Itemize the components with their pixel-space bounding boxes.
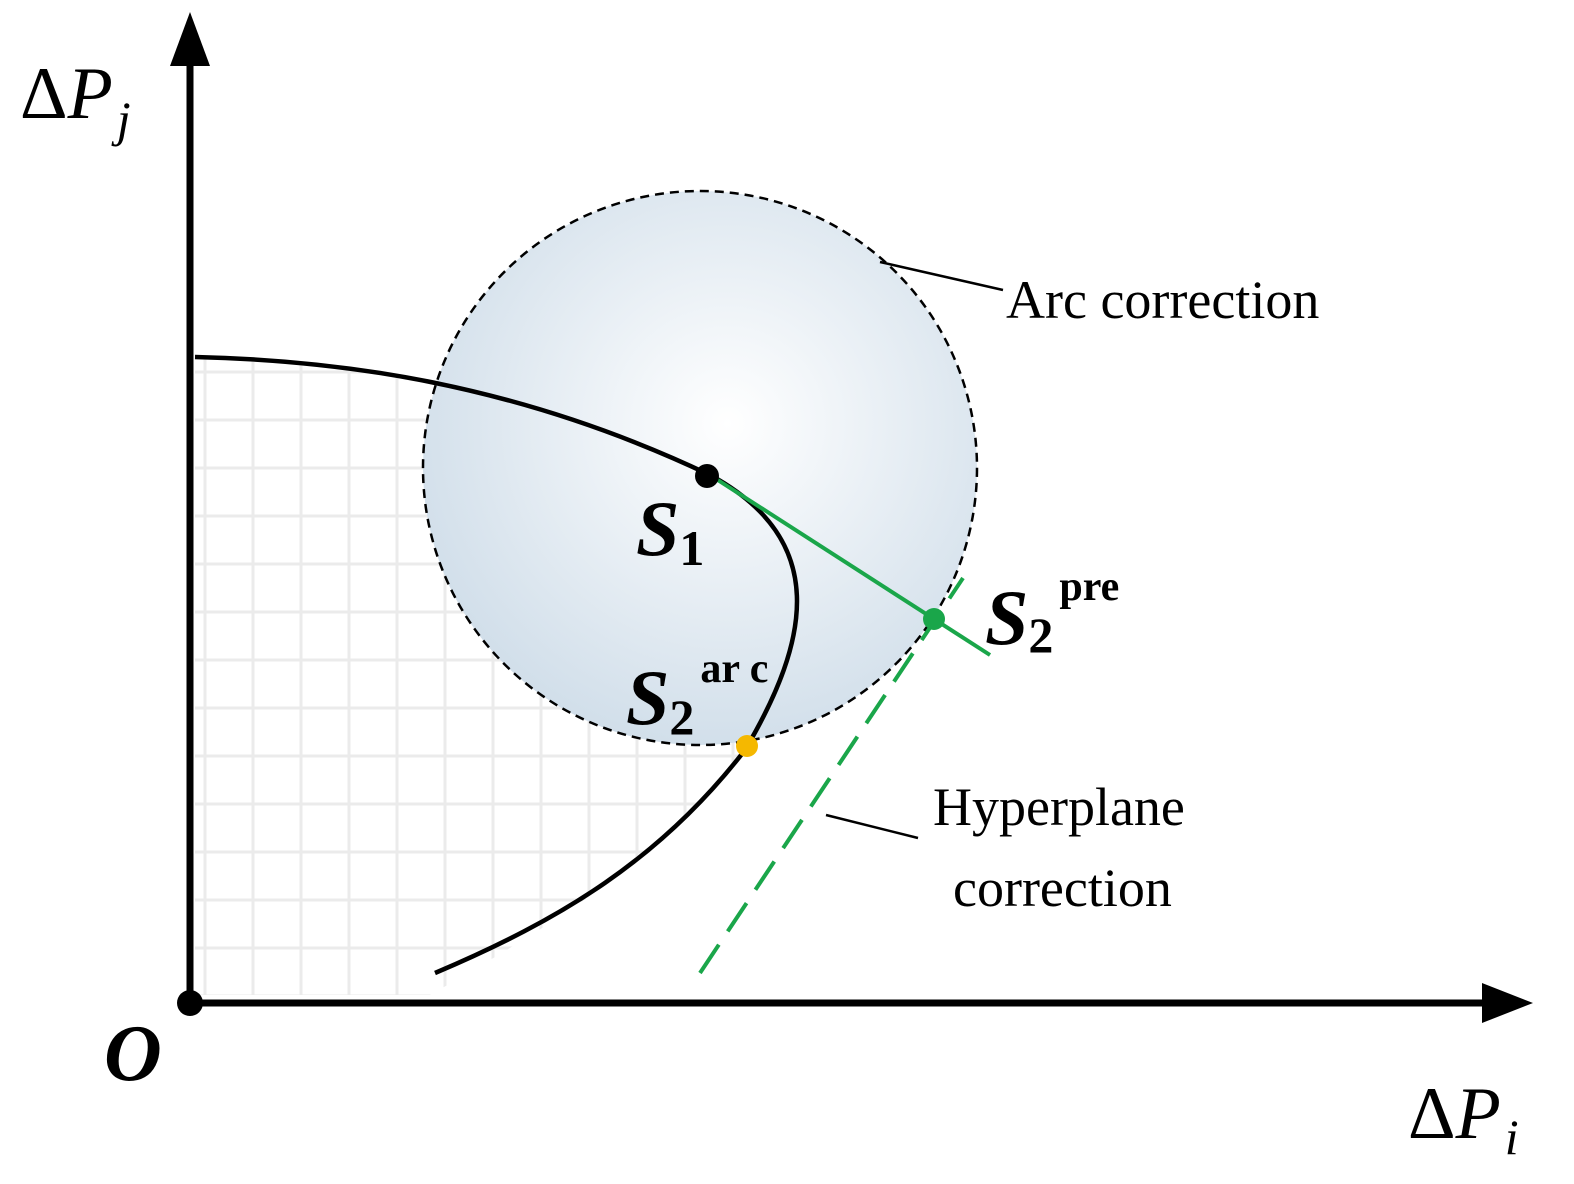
s1-point	[695, 464, 719, 488]
x-axis-label: ΔPi	[1408, 1073, 1519, 1165]
y-axis-arrowhead	[170, 12, 210, 66]
s2-arc-label: S2ar c	[626, 646, 768, 745]
hyperplane-leader-line	[825, 813, 919, 840]
y-axis-label: ΔPj	[20, 53, 131, 147]
solution-curve	[194, 354, 800, 976]
s2-pre-label: S2pre	[985, 564, 1119, 663]
s2-arc-point	[736, 735, 758, 757]
s2-pre-point	[923, 608, 945, 630]
origin-label: O	[104, 1010, 162, 1098]
x-axis-arrowhead	[1482, 983, 1533, 1023]
predictor-line	[708, 473, 992, 657]
hyperplane-label-line2: correction	[953, 858, 1172, 918]
arc-leader-line	[879, 260, 1004, 292]
origin-point	[177, 990, 203, 1016]
s1-label: S1	[636, 485, 704, 576]
arc-correction-label: Arc correction	[1006, 270, 1319, 330]
hyperplane-label-line1: Hyperplane	[933, 777, 1185, 837]
hyperplane-line	[698, 576, 965, 975]
